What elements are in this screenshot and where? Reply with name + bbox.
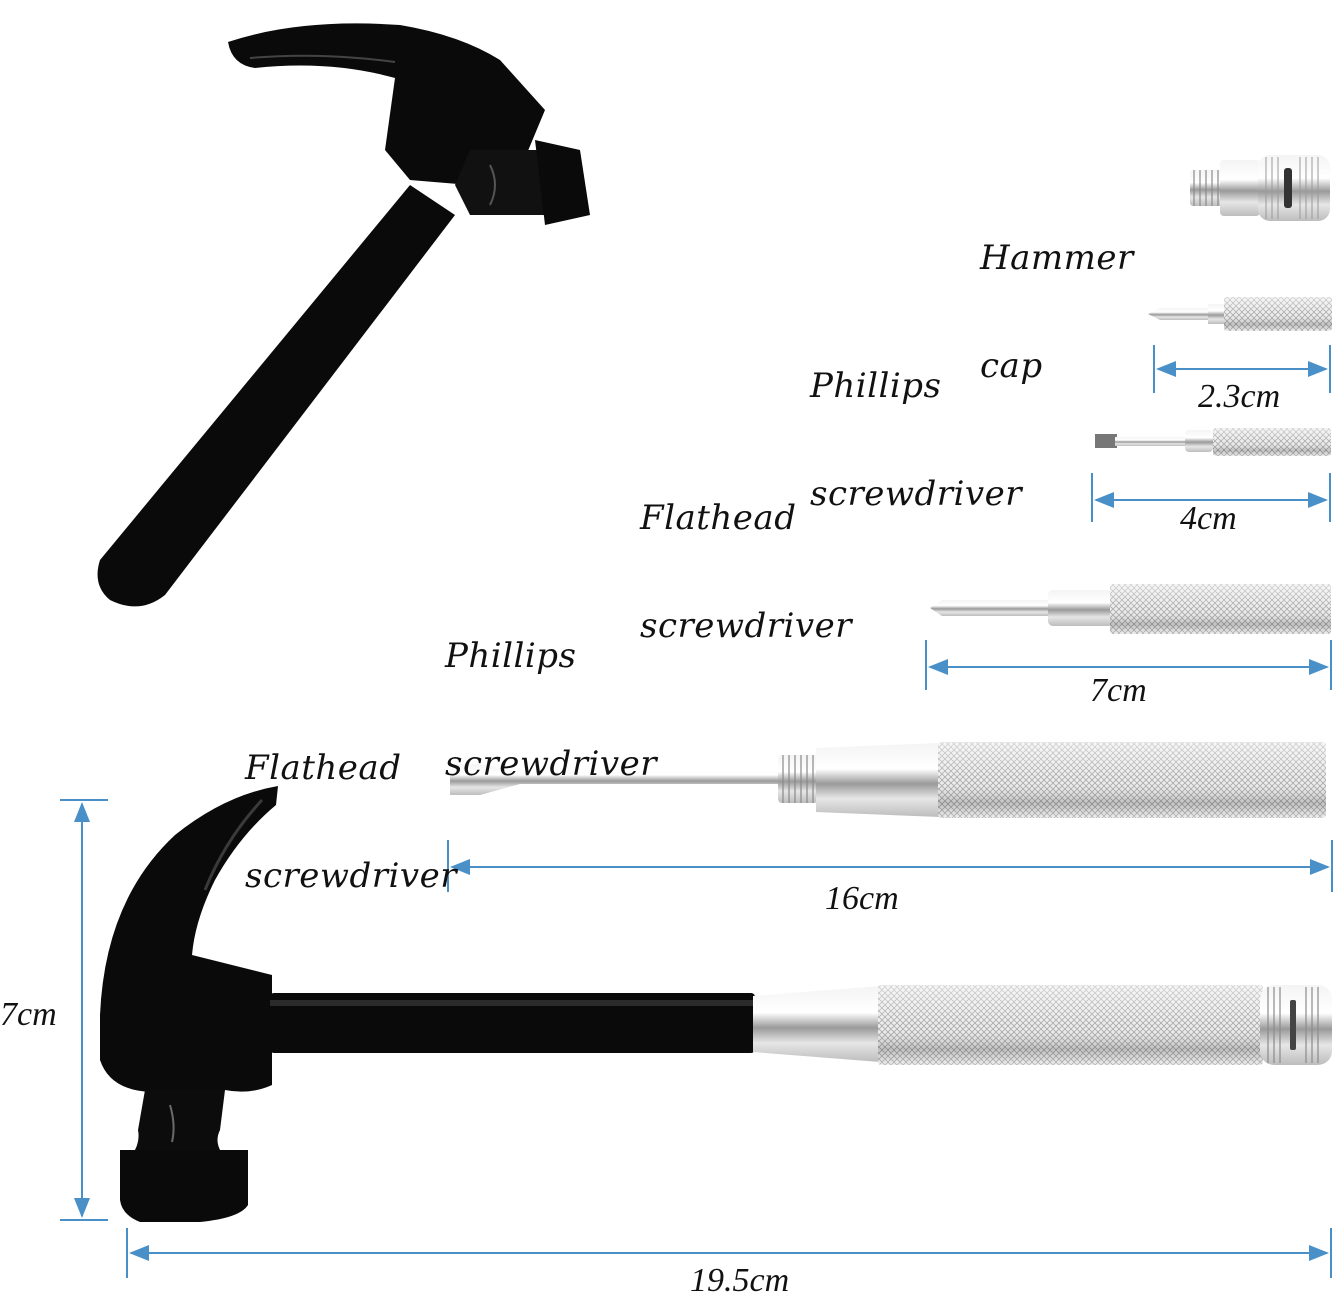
- hammer-cap-label-line1: Hammer: [980, 238, 1134, 278]
- phillips-medium-dimension: [925, 640, 1332, 690]
- flathead-large-screwdriver-icon: [450, 742, 1326, 818]
- phillips-medium-bit-icon: [930, 584, 1331, 634]
- hammer-height-dimension: [60, 799, 108, 1221]
- phillips-medium-label: Phillips screwdriver: [445, 566, 657, 818]
- hammer-head-top-icon: [97, 23, 590, 607]
- phillips-medium-dimension-label: 7cm: [1090, 672, 1147, 709]
- flathead-small-label-line2: screwdriver: [640, 606, 852, 646]
- flathead-large-dimension-label: 16cm: [825, 880, 899, 917]
- flathead-small-label: Flathead screwdriver: [640, 428, 852, 680]
- flathead-large-dimension: [447, 840, 1333, 892]
- flathead-large-label-line2: screwdriver: [245, 856, 457, 896]
- hammer-cap-icon: [1190, 155, 1330, 221]
- phillips-medium-label-line1: Phillips: [445, 636, 577, 676]
- flathead-small-dimension-label: 4cm: [1180, 500, 1237, 537]
- hammer-height-label: 7cm: [0, 996, 57, 1033]
- phillips-small-label-line1: Phillips: [810, 366, 942, 406]
- phillips-small-label-line2: screwdriver: [810, 474, 1022, 514]
- hammer-length-label: 19.5cm: [690, 1262, 790, 1299]
- phillips-small-dimension: [1153, 345, 1331, 393]
- phillips-small-bit-icon: [1148, 297, 1332, 331]
- flathead-large-label-line1: Flathead: [245, 748, 402, 788]
- flathead-small-label-line1: Flathead: [640, 498, 797, 538]
- hammer-length-dimension: [126, 1228, 1332, 1278]
- hammer-cap-label-line2: cap: [980, 346, 1043, 386]
- hammer-cap-label: Hammer cap: [980, 168, 1134, 420]
- flathead-large-label: Flathead screwdriver: [245, 678, 457, 930]
- phillips-small-dimension-label: 2.3cm: [1198, 378, 1281, 415]
- flathead-small-dimension: [1091, 473, 1331, 522]
- assembled-hammer-icon: [100, 786, 1332, 1222]
- phillips-small-label: Phillips screwdriver: [810, 296, 1022, 548]
- phillips-medium-label-line2: screwdriver: [445, 744, 657, 784]
- flathead-small-bit-icon: [1095, 428, 1331, 456]
